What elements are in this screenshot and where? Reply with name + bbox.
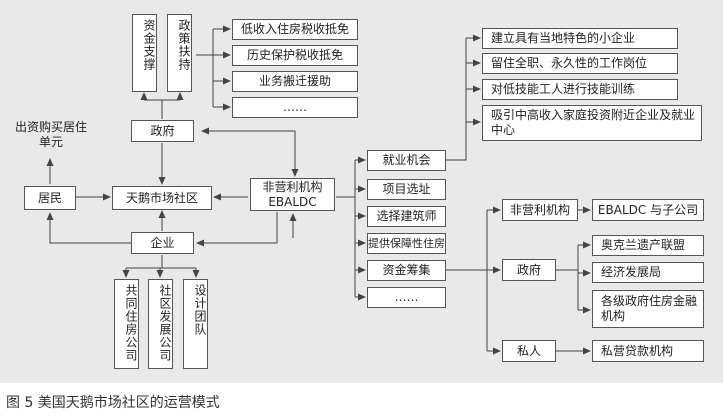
housing-company-box: 共同住房公司 <box>114 279 139 369</box>
connector-lines <box>46 25 591 355</box>
policy-item-2: 历史保护税收抵免 <box>232 45 358 66</box>
op-site-selection: 项目选址 <box>367 179 446 200</box>
design-team-label: 设计团队 <box>193 284 207 336</box>
fund-nonprofit-target: EBALDC 与子公司 <box>592 199 704 221</box>
dev-company-label: 社区发展公司 <box>158 284 172 362</box>
employment-item-2: 留住全职、永久性的工作岗位 <box>482 53 678 74</box>
op-employment: 就业机会 <box>367 150 446 171</box>
residents-buy-label: 出资购买居住单元 <box>15 120 88 149</box>
op-choose-architect: 选择建筑师 <box>367 206 446 227</box>
private-target: 私营贷款机构 <box>592 340 704 362</box>
employment-item-1: 建立具有当地特色的小企业 <box>482 28 678 49</box>
dev-company-box: 社区发展公司 <box>148 279 173 369</box>
policy-support-box: 政策扶持 <box>167 14 192 92</box>
figure-caption: 图 5 美国天鹅市场社区的运营模式 <box>6 395 220 411</box>
enterprise-box: 企业 <box>131 232 194 254</box>
community-box: 天鹅市场社区 <box>112 186 212 210</box>
op-more: …… <box>367 287 446 308</box>
arrow-ebaldc-gov <box>201 127 296 175</box>
policy-item-1: 低收入住房税收抵免 <box>232 19 358 40</box>
policy-item-4: …… <box>232 97 358 118</box>
resident-box: 居民 <box>24 186 76 210</box>
employment-item-4: 吸引中高收入家庭投资附近企业及就业中心 <box>482 105 702 141</box>
funding-support-box: 资金支撑 <box>132 14 157 92</box>
employment-item-3: 对低技能工人进行技能训练 <box>482 79 678 100</box>
arrow-enterprise-resident <box>46 212 131 244</box>
ebaldc-box: 非营利机构EBALDC <box>250 178 335 211</box>
gov-target-2: 经济发展局 <box>592 262 704 283</box>
housing-company-label: 共同住房公司 <box>124 284 138 362</box>
gov-target-3: 各级政府住房金融机构 <box>592 290 704 328</box>
fund-nonprofit-box: 非营利机构 <box>502 199 578 221</box>
fund-private-box: 私人 <box>502 340 556 362</box>
government-box: 政府 <box>131 120 194 142</box>
policy-item-3: 业务搬迁援助 <box>232 71 358 92</box>
policy-support-label: 政策扶持 <box>177 19 191 71</box>
funding-support-label: 资金支撑 <box>142 19 156 71</box>
op-fundraising: 资金筹集 <box>367 260 446 281</box>
gov-target-1: 奥克兰遗产联盟 <box>592 235 704 256</box>
employment-trunk <box>446 38 467 161</box>
op-affordable-housing: 提供保障性住房 <box>367 233 446 254</box>
fund-government-box: 政府 <box>502 259 556 281</box>
design-team-box: 设计团队 <box>183 279 208 369</box>
arrow-ebaldc-enterprise <box>196 212 278 247</box>
